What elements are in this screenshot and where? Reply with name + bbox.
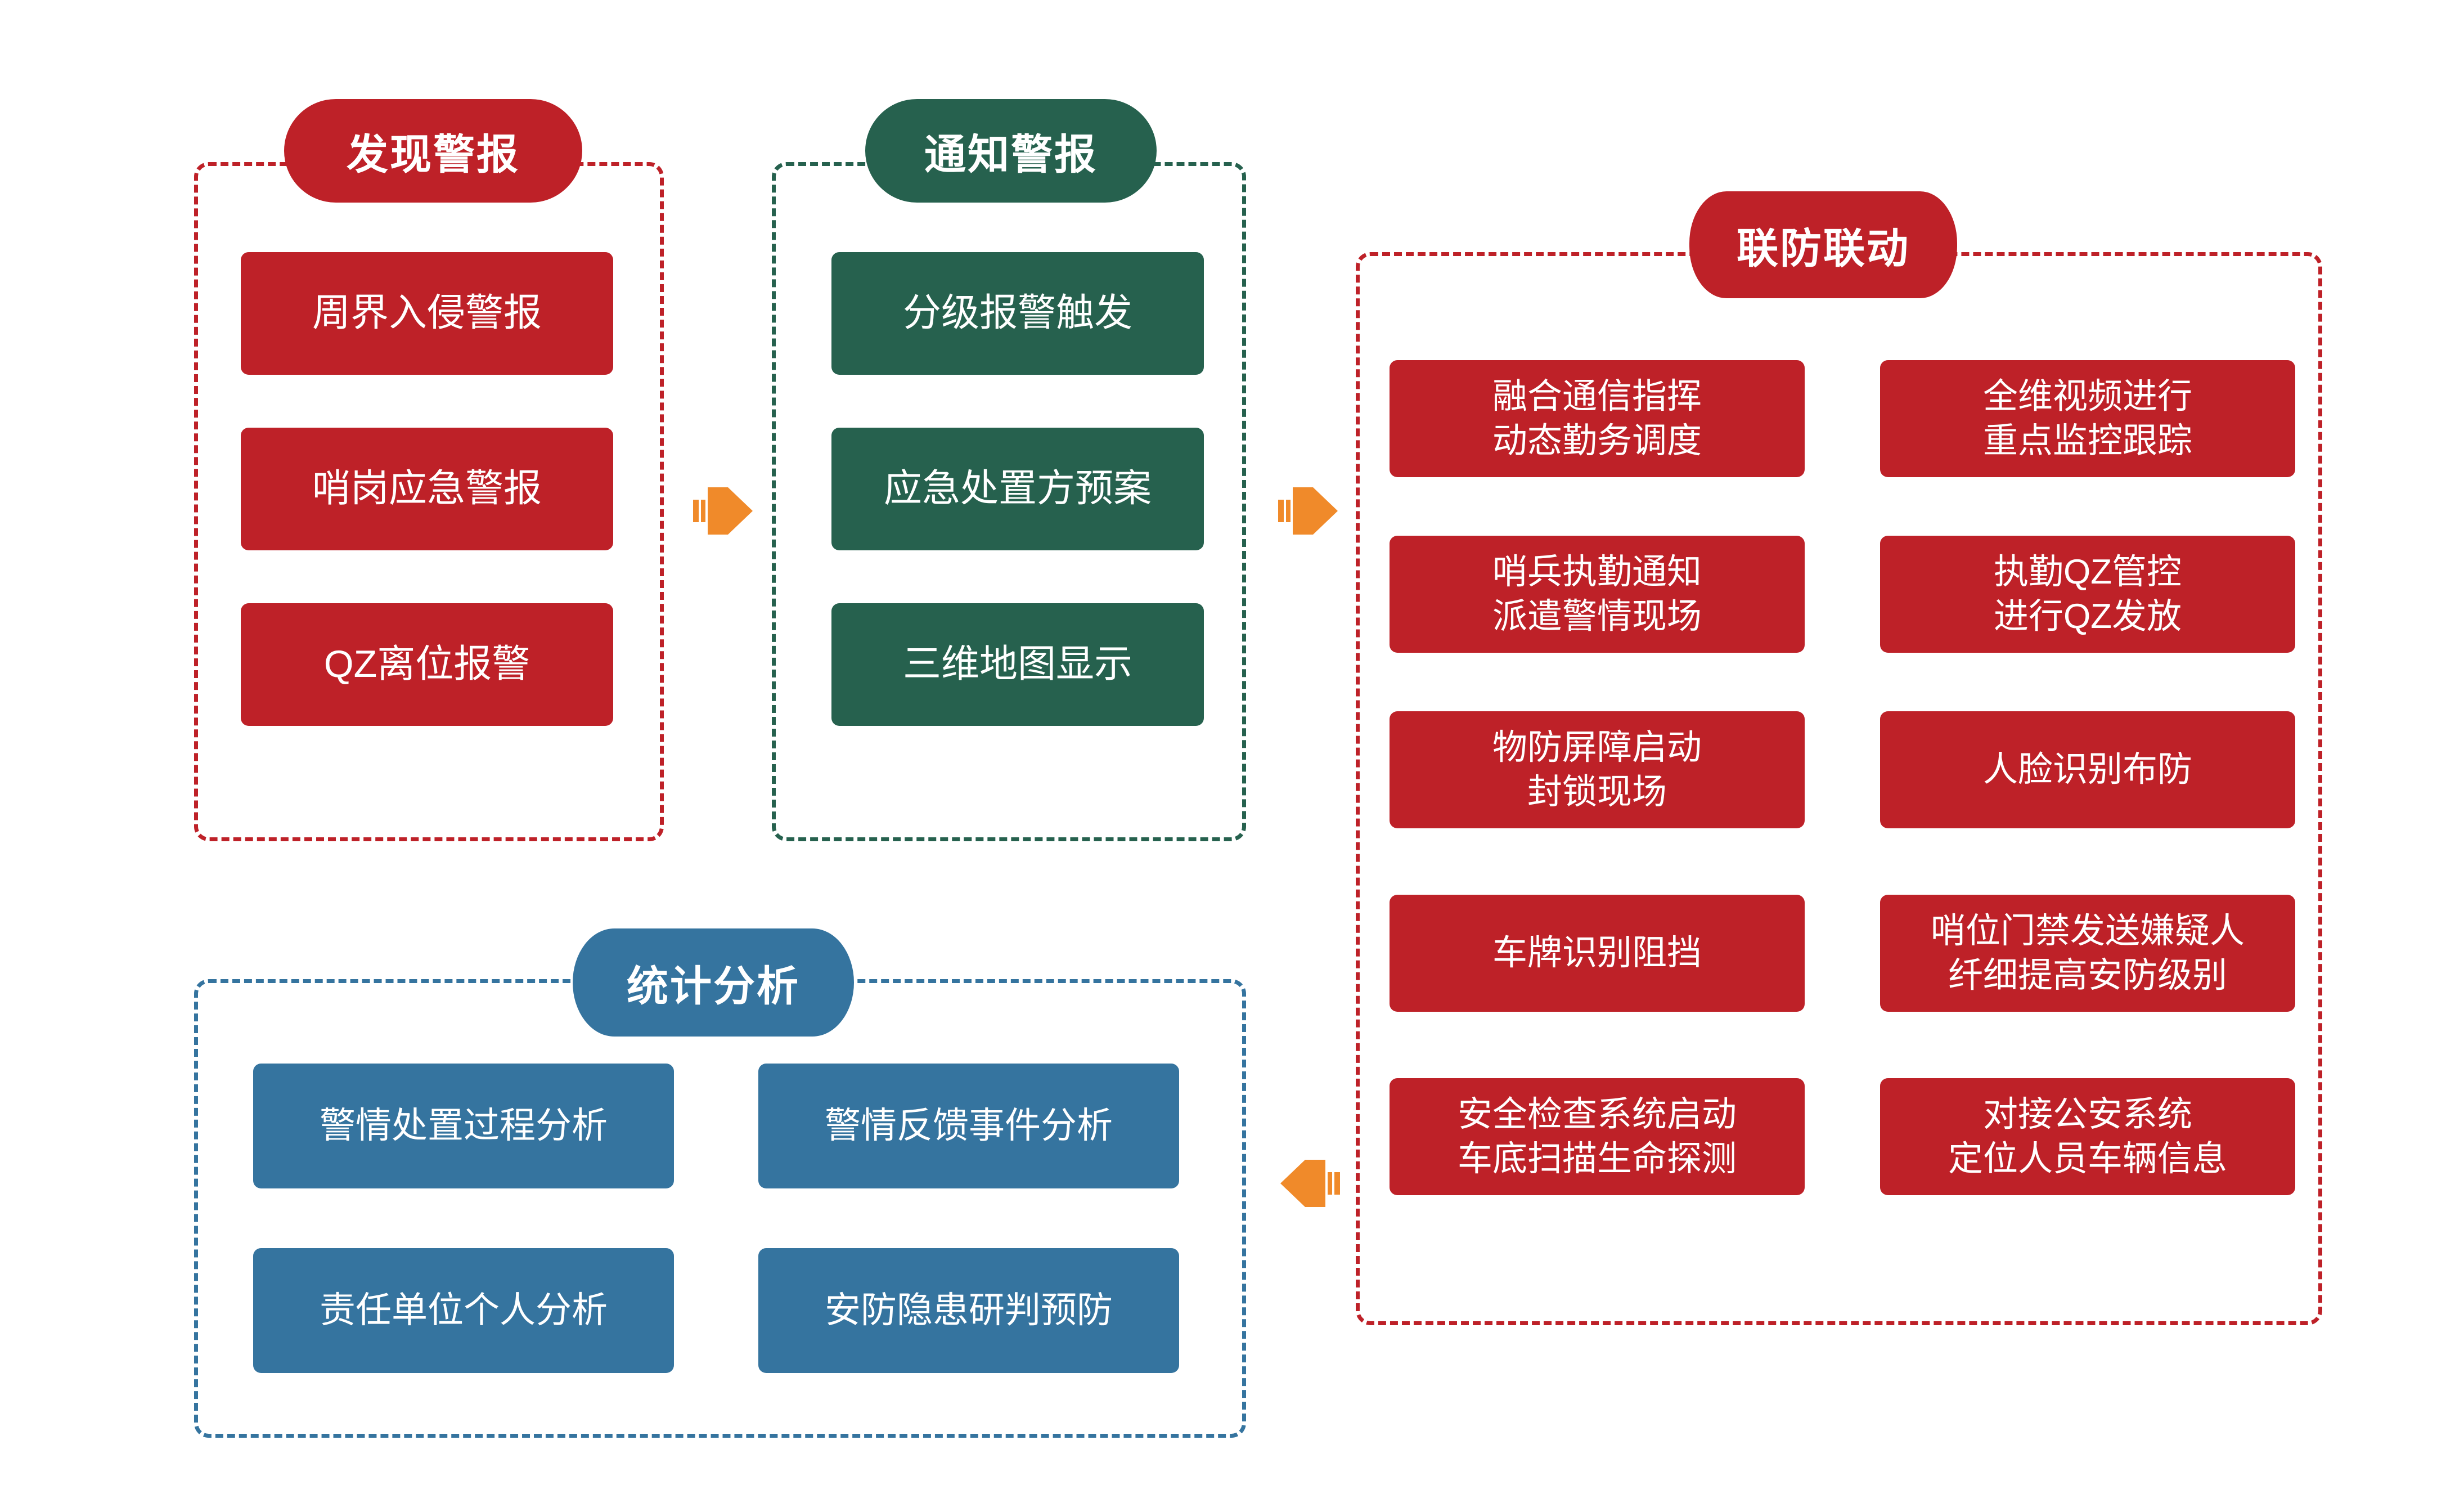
item-box-3d-map-display[interactable]: 三维地图显示: [831, 603, 1204, 726]
item-box-responsible-unit-individual-analysis[interactable]: 责任单位个人分析: [253, 1248, 674, 1373]
item-box-physical-barrier-activation[interactable]: 物防屏障启动 封锁现场: [1390, 711, 1805, 828]
item-box-emergency-response-plan[interactable]: 应急处置方预案: [831, 428, 1204, 550]
item-box-full-dimension-video-monitoring[interactable]: 全维视频进行 重点监控跟踪: [1880, 360, 2295, 477]
item-box-security-inspection-system[interactable]: 安全检查系统启动 车底扫描生命探测: [1390, 1078, 1805, 1195]
item-box-face-recognition-deployment[interactable]: 人脸识别布防: [1880, 711, 2295, 828]
item-box-license-plate-blocking[interactable]: 车牌识别阻挡: [1390, 895, 1805, 1012]
item-box-security-hazard-prevention[interactable]: 安防隐患研判预防: [758, 1248, 1179, 1373]
item-box-duty-qz-control[interactable]: 执勤QZ管控 进行QZ发放: [1880, 536, 2295, 653]
flow-arrow-right-1: [693, 484, 755, 538]
flow-arrow-left-3: [1278, 1156, 1340, 1210]
item-box-alarm-feedback-event-analysis[interactable]: 警情反馈事件分析: [758, 1064, 1179, 1188]
item-box-post-access-suspect-alert[interactable]: 哨位门禁发送嫌疑人 纤细提高安防级别: [1880, 895, 2295, 1012]
item-box-perimeter-intrusion-alarm[interactable]: 周界入侵警报: [241, 252, 613, 375]
group-header-joint-defense[interactable]: 联防联动: [1689, 191, 1957, 298]
item-box-public-security-integration[interactable]: 对接公安系统 定位人员车辆信息: [1880, 1078, 2295, 1195]
item-box-graded-alarm-trigger[interactable]: 分级报警触发: [831, 252, 1204, 375]
group-header-notify-alarm[interactable]: 通知警报: [865, 99, 1157, 203]
group-header-discover-alarm[interactable]: 发现警报: [284, 99, 582, 203]
item-box-qz-offpost-alarm[interactable]: QZ离位报警: [241, 603, 613, 726]
item-box-sentry-duty-notification[interactable]: 哨兵执勤通知 派遣警情现场: [1390, 536, 1805, 653]
item-box-alarm-handling-process-analysis[interactable]: 警情处置过程分析: [253, 1064, 674, 1188]
item-box-fusion-communication-command[interactable]: 融合通信指挥 动态勤务调度: [1390, 360, 1805, 477]
item-box-sentry-emergency-alarm[interactable]: 哨岗应急警报: [241, 428, 613, 550]
flow-arrow-right-2: [1278, 484, 1340, 538]
group-header-statistics-analysis[interactable]: 统计分析: [573, 928, 854, 1037]
